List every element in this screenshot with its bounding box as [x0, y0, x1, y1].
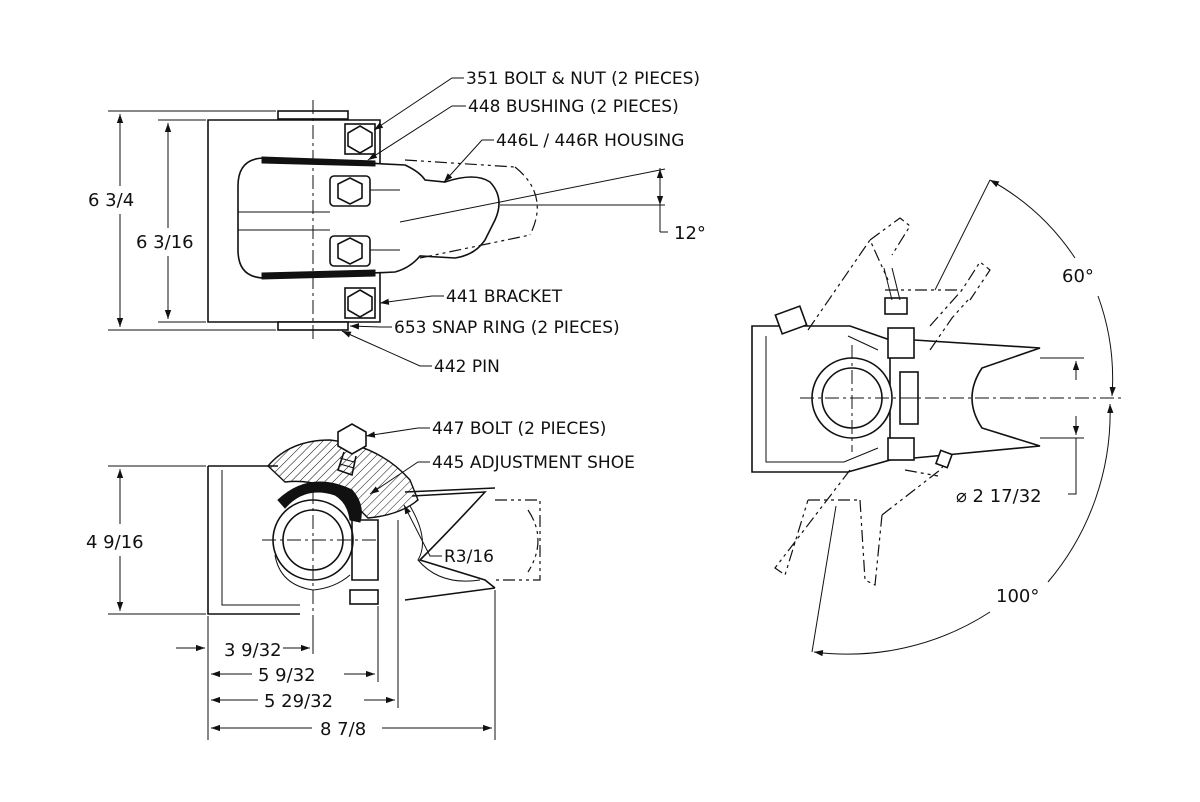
- callout-housing: 446L / 446R HOUSING: [496, 131, 684, 151]
- dim-d3: 5 29/32: [264, 691, 333, 712]
- bushing-top: [261, 156, 376, 167]
- dim-d4: 8 7/8: [320, 719, 366, 740]
- housing-rotation-arms: [913, 339, 1041, 459]
- cap-screw-lower: [329, 235, 371, 267]
- callout-radius: R3/16: [444, 547, 494, 567]
- top-view-callouts: 351 BOLT & NUT (2 PIECES) 448 BUSHING (2…: [341, 69, 700, 377]
- callout-bushing: 448 BUSHING (2 PIECES): [468, 97, 679, 117]
- dim-depth: 4 9/16: [86, 532, 144, 553]
- rotation-view: [751, 217, 1125, 586]
- bracket-top-outline: [207, 119, 381, 323]
- callout-snap-ring: 653 SNAP RING (2 PIECES): [394, 318, 620, 338]
- dim-overall-height: 6 3/4: [88, 190, 134, 211]
- side-view-callouts: 447 BOLT (2 PIECES) 445 ADJUSTMENT SHOE …: [365, 419, 635, 567]
- callout-bracket: 441 BRACKET: [446, 287, 563, 307]
- housing-side-body: [404, 487, 496, 601]
- top-view: [207, 100, 666, 340]
- cap-screw-upper: [329, 175, 371, 207]
- dim-d2: 5 9/32: [258, 665, 316, 686]
- side-view: [207, 423, 541, 650]
- dim-swing-down: 100°: [996, 586, 1039, 607]
- dim-swing-up: 60°: [1062, 266, 1094, 287]
- top-view-dimensions: 6 3/4 6 3/16 12°: [88, 110, 706, 331]
- rotation-dimensions: 60° 100° ⌀ 2 17/32: [811, 179, 1116, 657]
- dim-d1: 3 9/32: [224, 640, 282, 661]
- bushing-bottom: [261, 269, 376, 280]
- bolt-head-bottom: [344, 287, 376, 319]
- bracket-side-outline: [207, 465, 300, 615]
- bolt-head-top: [344, 123, 376, 155]
- callout-shoe: 445 ADJUSTMENT SHOE: [432, 453, 635, 473]
- adjust-bolt: [336, 423, 367, 477]
- dim-tilt-angle: 12°: [674, 223, 706, 244]
- dim-inner-height: 6 3/16: [136, 232, 194, 253]
- callout-pin: 442 PIN: [434, 357, 500, 377]
- dim-diameter: ⌀ 2 17/32: [956, 486, 1042, 507]
- bushing-side: [277, 481, 362, 523]
- callout-bolt: 447 BOLT (2 PIECES): [432, 419, 606, 439]
- callout-bolt-nut: 351 BOLT & NUT (2 PIECES): [466, 69, 700, 89]
- bolt-rotation-top: [774, 267, 908, 335]
- side-view-dimensions: 4 9/16 3 9/32 5 9/32 5 29/32 8 7/8: [86, 465, 496, 740]
